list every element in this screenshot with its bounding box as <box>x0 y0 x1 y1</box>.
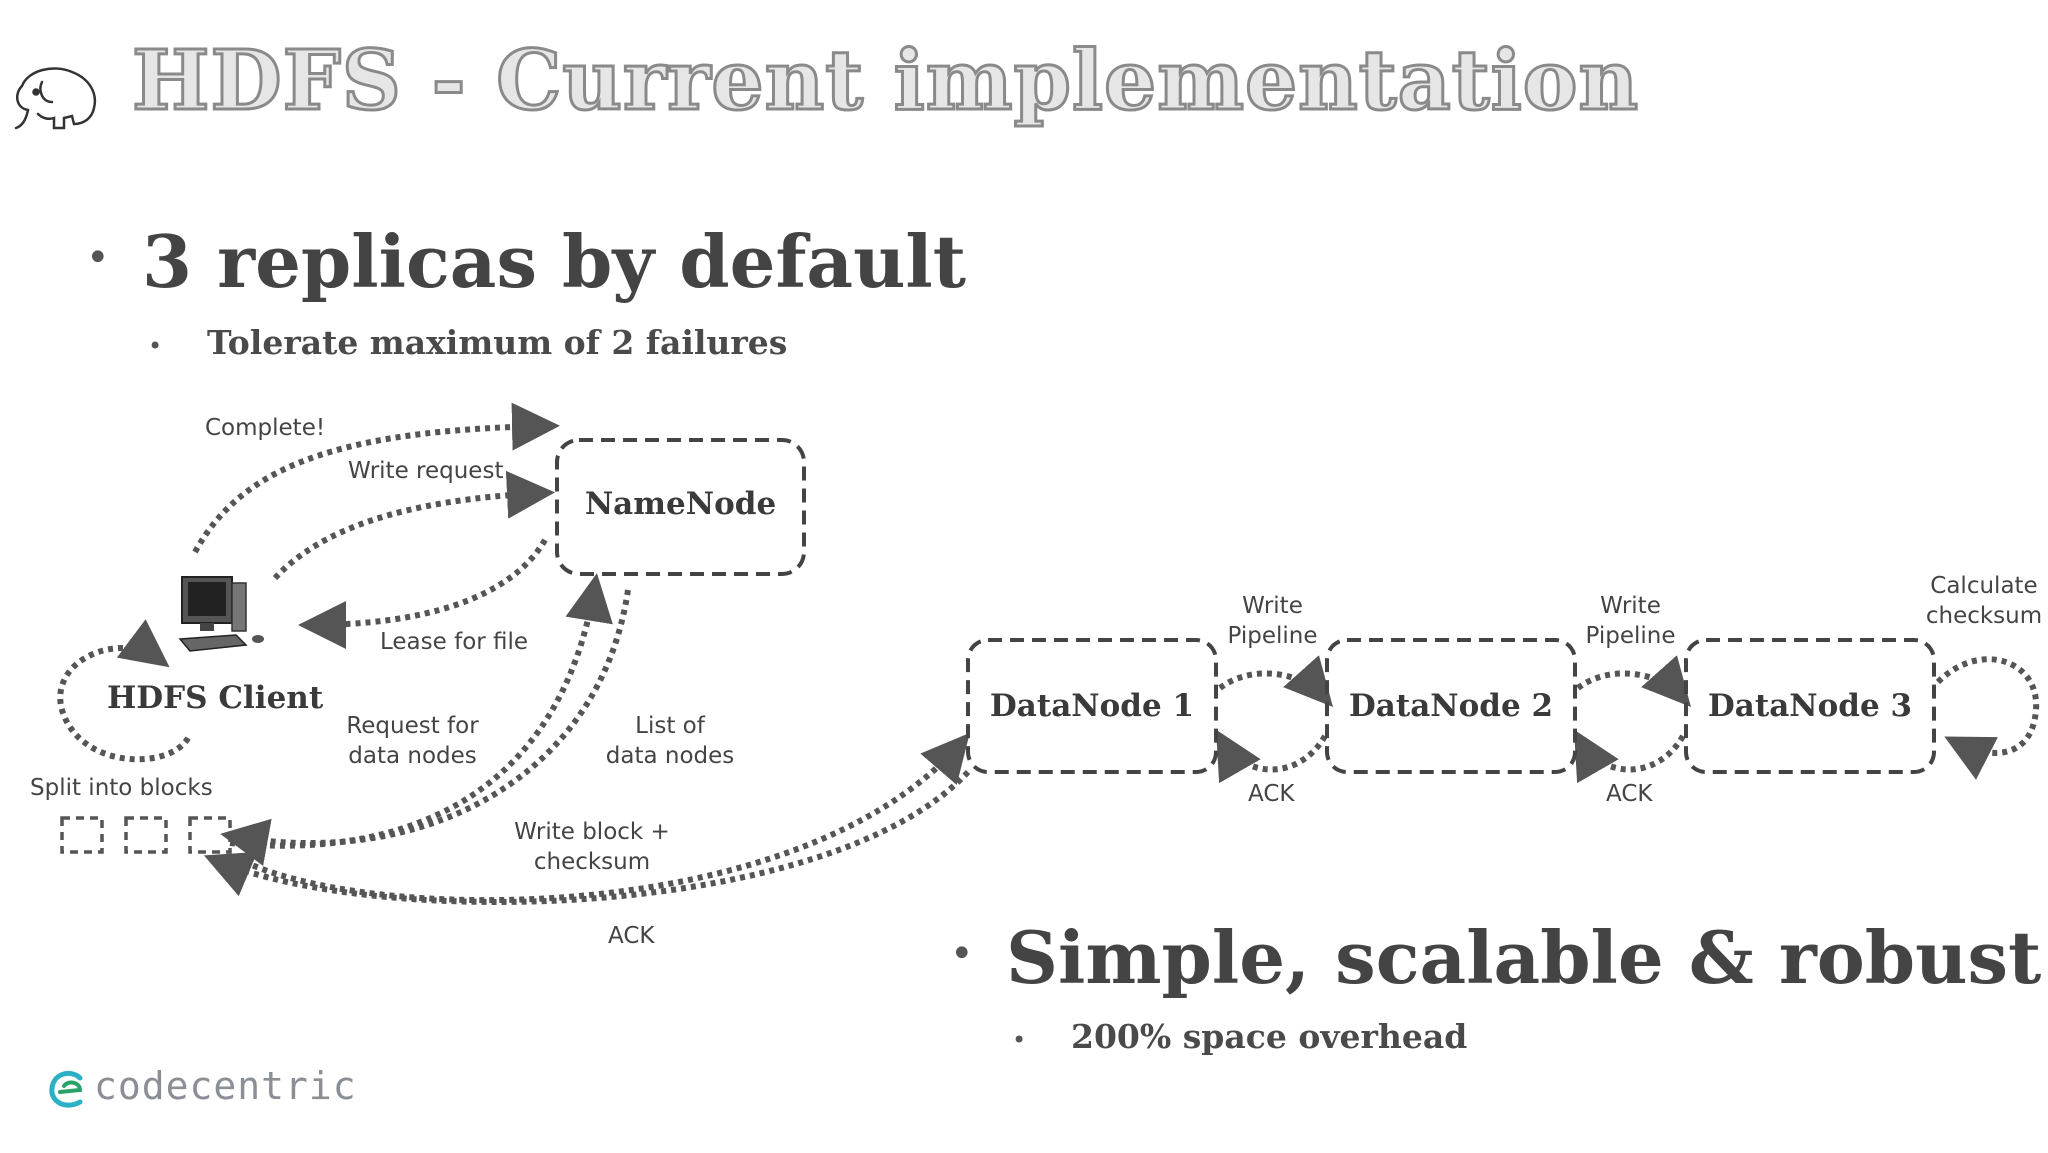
sub-bullet-dot: • <box>1012 1026 1027 1054</box>
computer-icon <box>178 576 264 652</box>
sub-bullet-dot: • <box>148 332 163 360</box>
label-ack-client: ACK <box>608 923 655 949</box>
codecentric-logo-text: codecentric <box>94 1064 357 1108</box>
datanode-1-box <box>966 638 1218 774</box>
hdfs-client-label: HDFS Client <box>107 680 324 716</box>
datanode-3-box <box>1684 638 1936 774</box>
block-2 <box>124 816 168 854</box>
namenode-box <box>555 438 806 576</box>
datanode-2-box <box>1325 638 1577 774</box>
hadoop-elephant-icon <box>14 67 97 130</box>
sub-bullet-overhead: 200% space overhead <box>1071 1017 1468 1056</box>
label-write-block: Write block +checksum <box>514 819 670 875</box>
bullet-dot: • <box>950 931 974 977</box>
bullet-dot: • <box>86 235 110 281</box>
label-complete: Complete! <box>205 415 326 441</box>
namenode-label: NameNode <box>584 486 777 522</box>
label-write-request: Write request <box>348 458 504 484</box>
label-ack-1: ACK <box>1248 781 1295 807</box>
block-1 <box>60 816 104 854</box>
block-3 <box>188 816 232 854</box>
label-ack-2: ACK <box>1606 781 1653 807</box>
sub-bullet-failures: Tolerate maximum of 2 failures <box>207 323 788 362</box>
datanode-3-label: DataNode 3 <box>1707 688 1913 724</box>
datanode-1-label: DataNode 1 <box>989 688 1195 724</box>
datanode-2-label: DataNode 2 <box>1348 688 1554 724</box>
bullet-replicas: 3 replicas by default <box>142 219 967 304</box>
page-title: HDFS - Current implementation <box>130 33 1640 129</box>
codecentric-logo-icon <box>49 1070 83 1108</box>
label-lease: Lease for file <box>380 629 529 655</box>
label-split-blocks: Split into blocks <box>30 775 213 801</box>
bullet-simple: Simple, scalable & robust <box>1006 915 2042 1000</box>
